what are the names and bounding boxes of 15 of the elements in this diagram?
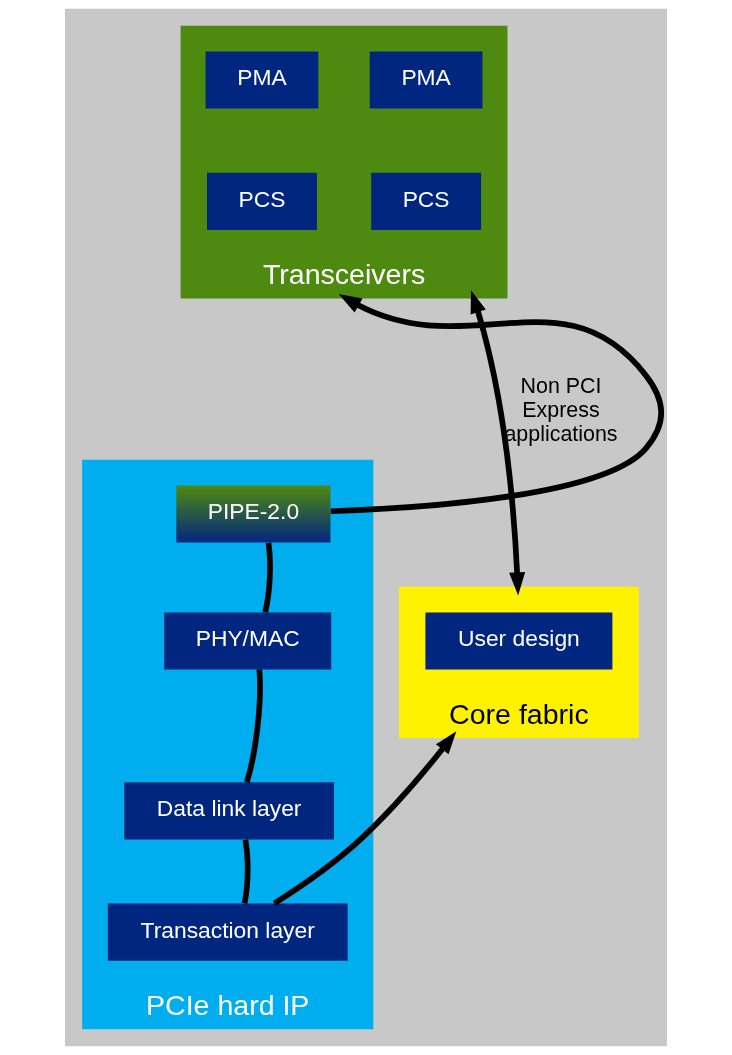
node-box: PIPE-2.0 [176, 485, 331, 543]
node-box: PHY/MAC [164, 612, 332, 670]
arrow [330, 294, 664, 515]
arrow [470, 290, 526, 596]
connector [262, 542, 273, 613]
node-box: Data link layer [124, 782, 335, 840]
node-box: User design [425, 612, 613, 670]
connector [241, 839, 251, 904]
node-box: PCS [207, 172, 317, 230]
node-box: PCS [371, 172, 482, 230]
node-box: PMA [205, 51, 319, 109]
node-box: PMA [369, 51, 483, 109]
connector [244, 669, 263, 783]
node-box: Transaction layer [107, 903, 348, 961]
arrow [272, 731, 457, 906]
